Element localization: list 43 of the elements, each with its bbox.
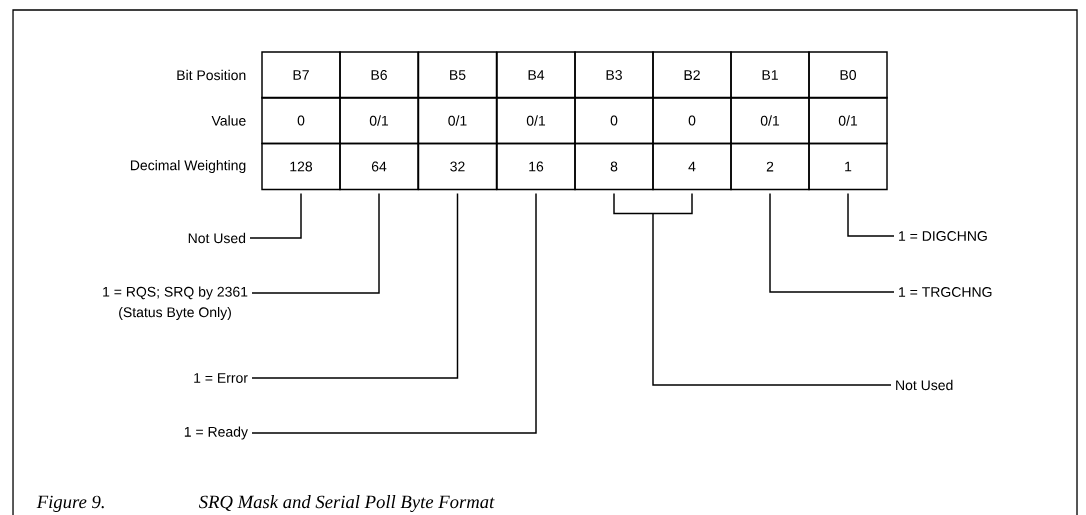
callout-text: 1 = TRGCHNG: [899, 287, 992, 297]
table-cell: 8: [574, 142, 654, 191]
table-cell: B6: [339, 51, 419, 99]
table-cell: B5: [417, 51, 498, 99]
table-cell: 0/1: [417, 96, 498, 145]
callout-text: 1 = RQS; SRQ by 2361 (Status Byte Only): [103, 286, 248, 320]
table-cell: 64: [339, 142, 419, 191]
row-header: Value: [211, 115, 246, 126]
table-cell: B7: [261, 51, 341, 99]
table-cell: 2: [730, 142, 810, 191]
row-header: Decimal Weighting: [130, 160, 246, 174]
table-cell: 128: [261, 142, 341, 191]
table-cell: B3: [574, 51, 654, 99]
callout-text: 1 = Ready: [184, 426, 248, 440]
table-cell: 0/1: [808, 96, 888, 145]
table-cell: 32: [417, 142, 498, 191]
callout-text: 1 = DIGCHNG: [899, 231, 987, 241]
row-header: Bit Position: [177, 69, 246, 81]
leader-line: [251, 192, 380, 294]
table-cell: 0/1: [339, 96, 419, 145]
table-cell: B0: [808, 51, 888, 99]
figure-number: Figure 9.: [36, 495, 104, 512]
bracket-leader-line: [613, 192, 892, 386]
table-cell: 0: [261, 96, 341, 145]
leader-line: [769, 192, 895, 293]
table-cell: 0/1: [496, 96, 576, 145]
leader-line: [251, 192, 537, 434]
table-cell: 1: [808, 142, 888, 191]
table-cell: B2: [652, 51, 732, 99]
figure-caption: SRQ Mask and Serial Poll Byte Format: [198, 495, 495, 513]
leader-line: [249, 192, 302, 239]
callout-text: 1 = Error: [194, 373, 248, 383]
table-cell: 4: [652, 142, 732, 191]
table-cell: B4: [496, 51, 576, 99]
table-cell: 0: [652, 96, 732, 145]
table-cell: B1: [730, 51, 810, 99]
leader-line: [847, 192, 895, 237]
table-cell: 16: [496, 142, 576, 191]
callout-text: Not Used: [188, 232, 246, 244]
table-cell: 0/1: [730, 96, 810, 145]
callout-text: Not Used: [896, 379, 953, 391]
table-cell: 0: [574, 96, 654, 145]
leader-line: [251, 192, 459, 379]
